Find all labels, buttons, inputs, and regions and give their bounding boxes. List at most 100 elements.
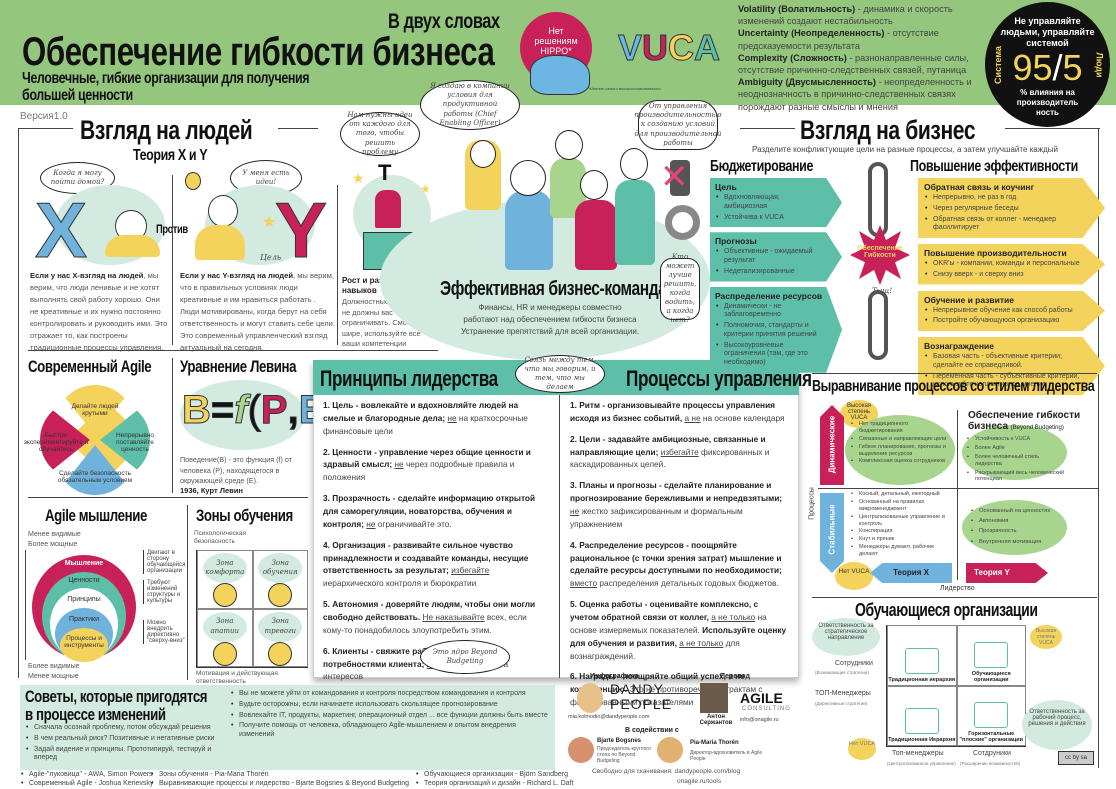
card-items: Базовая часть - объективные критерии; сд… — [924, 353, 1085, 390]
top-managers-sub: (Директивные стратегии) — [815, 701, 868, 706]
leadership-list: 1. Цель - вовлекайте и вдохновляйте люде… — [313, 395, 559, 681]
stable-items: Косный, детальный, ежегодныйОснованный н… — [850, 490, 950, 558]
x-letter-icon: X — [34, 186, 88, 275]
theory-xy-title: Теория X и Y — [133, 147, 208, 164]
vuca-def: - неопределенность и неоднозначность в п… — [738, 77, 972, 112]
management-process: 1. Ритм - организовывайте процессы управ… — [560, 395, 799, 429]
cell-label: Обучающиеся организации — [971, 670, 1011, 683]
process-bold-2: Используйте оценку для обучения и развит… — [570, 624, 787, 648]
divider — [18, 128, 19, 678]
zone-cell: Зона обучения — [252, 550, 308, 609]
divider — [172, 358, 173, 493]
vuca-definitions: Volatility (Волатильность) - динамика и … — [738, 3, 1000, 113]
vuca-a: A — [694, 27, 721, 69]
mindset-title: Agile мышление — [45, 506, 147, 525]
no-vuca-badge: Нет VUCA — [835, 562, 873, 590]
leadership-principle: 3. Прозрачность - сделайте информацию от… — [313, 488, 559, 535]
card-item: Недетализированные — [715, 268, 824, 277]
lightbulb-icon — [185, 172, 201, 190]
license-badge[interactable]: cc by sa — [1058, 751, 1094, 765]
dynamic-label: Динамические — [827, 415, 837, 474]
process-bold: 1. Ритм - организовывайте процессы управ… — [570, 400, 776, 423]
process-underlined: вместо — [570, 578, 598, 589]
principle-underlined: Не наказывайте — [422, 612, 485, 623]
zone-cell: Зона тревоги — [252, 608, 308, 667]
beyond-budgeting-speech-bubble: Это ядро Beyond Budgeting — [420, 640, 510, 674]
anton-photo — [700, 683, 728, 713]
with-label: В содействии с — [625, 727, 679, 734]
card-items: OKR'ы - компании, команды и персональные… — [924, 260, 1085, 280]
divider — [187, 505, 188, 680]
references-col-1: Agile-"луковица" - AWA, Simon PowersСовр… — [20, 771, 153, 789]
management-process: 3. Планы и прогнозы - сделайте планирова… — [560, 475, 799, 534]
reference: Выравнивающие процессы и лидерство - Bja… — [150, 780, 409, 789]
badge-system-number: 95 — [1012, 47, 1053, 89]
y-description: Если у нас Y-взгляд на людей, мы верим, … — [180, 270, 335, 354]
employees-sub: (Возникающие стратегии) — [815, 670, 869, 675]
process-bold: 5. Оценка работы - оценивайте комплексно… — [570, 599, 759, 623]
chain-icon — [868, 162, 888, 237]
card-item: Снизу вверх - и сверху вниз — [924, 271, 1085, 280]
process-text: на основе календаря — [700, 412, 785, 423]
team-member-icon — [615, 180, 655, 265]
badge-bottom-text: % влияния на производитель ность — [1016, 88, 1079, 117]
no-vuca-badge: Нет VUCA — [848, 738, 876, 760]
reference: Зоны обучения - Pia-Maria Thorén — [150, 771, 409, 780]
learning-cell: Традиционная иерархия — [887, 625, 957, 686]
process-text-2: для вознаграждений. — [570, 637, 740, 661]
smiley-icon — [212, 583, 237, 607]
system-badge: Не управляйте людьми, управляйте системо… — [985, 2, 1110, 127]
layer-label: Практики — [68, 616, 100, 623]
employees-label: Сотрудники — [835, 660, 873, 667]
theory-x-arrow[interactable]: Теория X — [870, 563, 952, 583]
layer-processes — [60, 628, 108, 662]
divider — [812, 373, 1097, 374]
vuca-definition: Ambiguity (Двусмысленность) - неопределе… — [738, 76, 1000, 113]
cross-icon: ✕ — [660, 158, 689, 196]
item: Прозрачность — [970, 528, 1065, 535]
goal-label: Цель — [260, 253, 282, 262]
theory-y-arrow[interactable]: Теория Y — [966, 563, 1048, 583]
note: Можно внедрить директивно "сверху-вниз" — [143, 620, 188, 644]
face — [510, 160, 546, 196]
theory-y-items: Основанный на ценностяхАвтономияПрозрачн… — [970, 505, 1065, 546]
management-process: 2. Цели - задавайте амбициозные, связанн… — [560, 429, 799, 476]
item: Конспирация — [850, 528, 950, 535]
axis-arrow — [25, 550, 26, 660]
item: Основанный на ценностях — [970, 508, 1065, 515]
x-top-managers-sub: (Централизованное управление) — [887, 761, 956, 766]
download-link[interactable]: Свободно для скачивания: dandypeople.com… — [592, 768, 741, 775]
divider — [740, 128, 795, 129]
card-item: Постройте обучающуюся организацию — [924, 317, 1085, 326]
mia-photo — [577, 683, 603, 713]
vuca-u: U — [642, 27, 669, 69]
stable-arrow — [820, 493, 844, 573]
pia-name: Pia-Maria Thorén — [690, 740, 739, 746]
principle-underlined: не — [366, 518, 376, 529]
note: Двигают в сторону обучающейся организаци… — [143, 550, 188, 574]
efficiency-card: Обучение и развитиеНепрерывное обучение … — [918, 290, 1105, 331]
item: Кнут и пряник — [850, 536, 950, 543]
management-process: 5. Оценка работы - оценивайте комплексно… — [560, 594, 799, 666]
people-title: Взгляд на людей — [80, 115, 253, 145]
card-heading: Обучение и развитие — [924, 294, 1014, 305]
yellow-body — [195, 225, 245, 260]
face — [580, 170, 608, 200]
item: Косный, детальный, ежегодный — [850, 491, 950, 498]
vuca-def: - разнонаправленные силы, отсутствие при… — [738, 52, 969, 76]
card-item: Полномочия, стандарты и критерии приняти… — [715, 322, 824, 340]
item: Внутренняя мотивация — [970, 539, 1065, 546]
divider — [18, 128, 73, 129]
x-employees-sub: (Расширение возможностей) — [960, 761, 1021, 766]
infographic-label: Инфографика — [590, 673, 639, 680]
growth-heading: Рост и развитие навыков — [342, 276, 407, 295]
process-bold: 3. Планы и прогнозы - сделайте планирова… — [570, 480, 783, 504]
more-visible: Более видимые — [28, 663, 80, 670]
lewin-text: Поведение(B) - это функция (f) от челове… — [180, 455, 293, 485]
download-link-2[interactable]: onagile.ru/tools — [677, 778, 722, 785]
top-managers-label: ТОП-Менеджеры — [815, 690, 871, 697]
traffic-light-icon — [670, 160, 690, 196]
subtitle-line-2: большей ценности — [22, 87, 133, 104]
item: Раскрывающий весь человеческий потенциал — [966, 470, 1066, 484]
